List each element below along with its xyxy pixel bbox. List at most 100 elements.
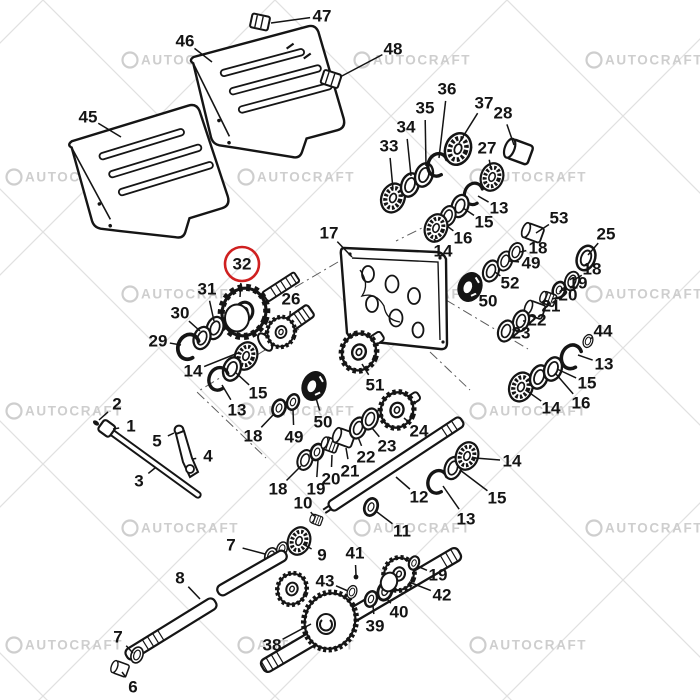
callout-number-42-73: 42: [433, 586, 452, 605]
leader-line-30: [188, 320, 201, 332]
leader-line-13: [477, 195, 489, 203]
watermark-logo-icon: [469, 636, 487, 654]
callout-number-47-2: 47: [313, 7, 332, 26]
watermark-logo-icon: [353, 519, 371, 537]
watermark-logo-icon: [353, 51, 371, 69]
callout-number-20-49: 20: [322, 470, 341, 489]
watermark-logo-icon: [121, 285, 139, 303]
part-cover-46: [189, 24, 346, 159]
callout-number-21-25: 21: [542, 297, 561, 316]
callout-number-14-32: 14: [542, 399, 561, 418]
leader-line-15: [556, 368, 577, 379]
leader-line-8: [187, 586, 201, 600]
leader-line-40: [385, 597, 392, 604]
leader-line-18: [285, 465, 302, 482]
watermark-text: AUTOCRAFT: [489, 170, 587, 185]
callout-number-23-27: 23: [512, 324, 531, 343]
part-clip-48: [319, 69, 343, 89]
watermark-4: AUTOCRAFT: [237, 168, 354, 186]
callout-number-44-28: 44: [594, 322, 613, 341]
callout-number-4-61: 4: [203, 447, 213, 466]
leader-line-53: [535, 223, 550, 234]
callout-number-18-51: 18: [269, 480, 288, 499]
callout-number-13-55: 13: [457, 510, 476, 529]
leader-line-18: [573, 274, 583, 281]
callout-number-7-66: 7: [113, 628, 122, 647]
leader-line-42: [408, 581, 432, 592]
leader-line-43: [335, 585, 349, 592]
watermark-text: AUTOCRAFT: [25, 404, 123, 419]
callout-number-13-12: 13: [490, 199, 509, 218]
leader-line-1: [112, 427, 120, 430]
leader-line-6: [121, 671, 127, 678]
watermark-2: AUTOCRAFT: [585, 51, 700, 69]
watermark-text: AUTOCRAFT: [25, 638, 123, 653]
callout-number-53-16: 53: [550, 209, 569, 228]
leader-line-18: [519, 249, 527, 253]
leader-line-25: [587, 242, 599, 256]
leader-line-34: [406, 138, 412, 177]
callout-number-39-71: 39: [366, 617, 385, 636]
callout-number-12-53: 12: [410, 488, 429, 507]
part-gear-32-face: [224, 303, 250, 333]
watermark-18: AUTOCRAFT: [469, 636, 586, 654]
callout-number-46-1: 46: [176, 32, 195, 51]
leader-line-22: [357, 436, 363, 447]
callout-number-15-56: 15: [488, 489, 507, 508]
part-pin-2: [92, 420, 100, 426]
watermark-1: AUTOCRAFT: [353, 51, 470, 69]
leader-line-20: [551, 297, 557, 300]
leader-line-14: [203, 352, 239, 368]
callout-number-40-72: 40: [390, 603, 409, 622]
leader-line-18: [260, 413, 275, 428]
callout-number-51-44: 51: [366, 376, 385, 395]
leader-line-15: [462, 207, 475, 216]
leader-line-50: [315, 397, 321, 411]
leader-line-20: [330, 454, 333, 468]
leader-line-17: [336, 241, 353, 258]
callout-number-50-21: 50: [479, 292, 498, 311]
watermark-16: AUTOCRAFT: [5, 636, 123, 654]
leader-line-15: [459, 469, 488, 492]
part-gear-42: [378, 553, 419, 595]
leader-line-31: [208, 300, 215, 322]
callout-number-37-9: 37: [475, 94, 494, 113]
leader-line-9: [302, 543, 312, 550]
watermark-logo-icon: [5, 168, 23, 186]
leader-line-12: [395, 476, 411, 490]
leader-line-50: [473, 290, 479, 295]
leader-line-49: [292, 409, 295, 426]
watermark-12: AUTOCRAFT: [469, 402, 586, 420]
leader-line-32: [239, 282, 242, 298]
highlight-circle-32: [223, 245, 261, 283]
callout-number-49-42: 49: [285, 428, 304, 447]
leader-line-4: [192, 457, 197, 460]
callout-number-52-20: 52: [501, 274, 520, 293]
leader-line-28: [506, 124, 515, 146]
callout-number-23-46: 23: [378, 437, 397, 456]
leader-line-48: [339, 53, 383, 78]
callout-number-30-35: 30: [171, 304, 190, 323]
watermark-logo-icon: [237, 402, 255, 420]
leader-line-13: [221, 384, 232, 401]
leader-line-5: [167, 432, 175, 437]
callout-number-1-59: 1: [126, 417, 135, 436]
callout-number-24-45: 24: [410, 422, 429, 441]
leader-line-11: [376, 511, 393, 525]
leader-line-35: [424, 119, 427, 167]
callout-number-10-52: 10: [294, 494, 313, 513]
callout-layer: 4546474817363534333728271315161453251849…: [79, 7, 616, 697]
leader-line-45: [97, 122, 122, 138]
leader-line-38: [282, 623, 312, 640]
leader-line-16: [555, 373, 574, 395]
part-clip-47: [249, 12, 271, 32]
watermark-logo-icon: [237, 636, 255, 654]
leader-line-39: [372, 605, 375, 615]
part-gearshaft-32: [261, 271, 301, 303]
part-gear-51: [336, 328, 385, 376]
callout-number-26-37: 26: [282, 290, 301, 309]
callout-number-14-57: 14: [503, 452, 522, 471]
watermark-logo-icon: [237, 168, 255, 186]
leader-line-15: [234, 371, 250, 386]
